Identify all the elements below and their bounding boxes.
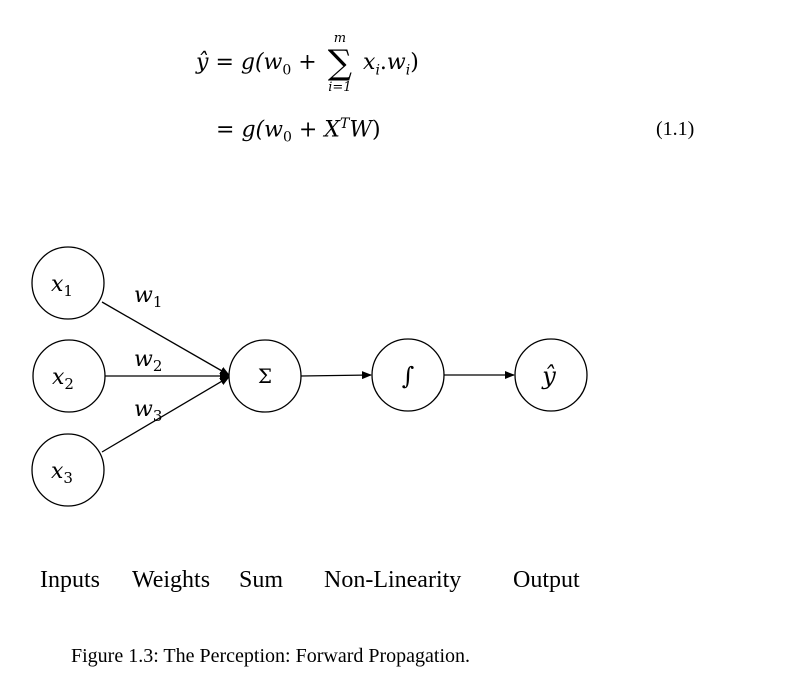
label-w3: w3 (134, 397, 162, 425)
w0-subscript: 0 (282, 62, 292, 79)
equation-line-2: = g(w0 + XTW) (216, 116, 381, 146)
stage-label-sum: Sum (239, 567, 284, 593)
y-hat-node: ŷ (541, 362, 556, 390)
equation-number: (1.1) (656, 118, 695, 140)
x-matrix: X (324, 117, 340, 143)
edge-sum-nonlinearity (300, 371, 372, 380)
sum-symbol: ∑ (327, 43, 353, 83)
label-w1: w1 (134, 283, 162, 311)
sum-symbol-node: Σ (258, 364, 272, 388)
close-paren: ) (410, 50, 419, 75)
stage-label-nonlinearity: Non-Linearity (324, 567, 462, 593)
g-open-2: g(w (241, 117, 283, 143)
x-term: x (363, 50, 376, 75)
stage-label-weights: Weights (132, 567, 211, 593)
edge-x1-sum (101, 301, 230, 376)
x-subscript: i (375, 62, 380, 79)
w0-subscript-2: 0 (282, 129, 292, 146)
equation-line-1: ŷ = g(w0 + m ∑ i=1 xi.wi) (196, 32, 419, 94)
integral-symbol-node: ∫ (402, 362, 415, 390)
g-open: g(w (240, 50, 283, 75)
label-w2: w2 (134, 347, 162, 375)
stage-label-output: Output (513, 567, 580, 593)
equals-sign: = (215, 50, 234, 75)
figure-caption: Figure 1.3: The Perception: Forward Prop… (71, 645, 471, 667)
sum-lower-limit: i=1 (328, 80, 352, 95)
sum-upper-limit: m (333, 31, 347, 46)
w-subscript: i (405, 62, 411, 79)
w-matrix: W (349, 117, 372, 143)
label-x2: x2 (52, 365, 74, 393)
w-term: w (386, 50, 406, 75)
equals-sign-2: = (216, 117, 235, 143)
node-x1 (31, 246, 105, 320)
plus-sign: + (298, 50, 317, 75)
label-x1: x1 (51, 272, 73, 300)
edge-x3-sum (101, 376, 230, 453)
node-x2 (32, 339, 106, 413)
transpose-superscript: T (339, 116, 350, 132)
stage-label-inputs: Inputs (40, 567, 100, 593)
label-x3: x3 (51, 459, 73, 487)
node-sum (228, 339, 302, 413)
node-output (514, 338, 588, 412)
dot: . (379, 50, 387, 75)
summation: m ∑ i=1 (328, 32, 352, 94)
close-paren-2: ) (371, 117, 381, 143)
plus-sign-2: + (298, 117, 318, 143)
node-nonlinearity (371, 338, 445, 412)
node-x3 (31, 433, 105, 507)
y-hat-symbol: ŷ (196, 50, 209, 75)
